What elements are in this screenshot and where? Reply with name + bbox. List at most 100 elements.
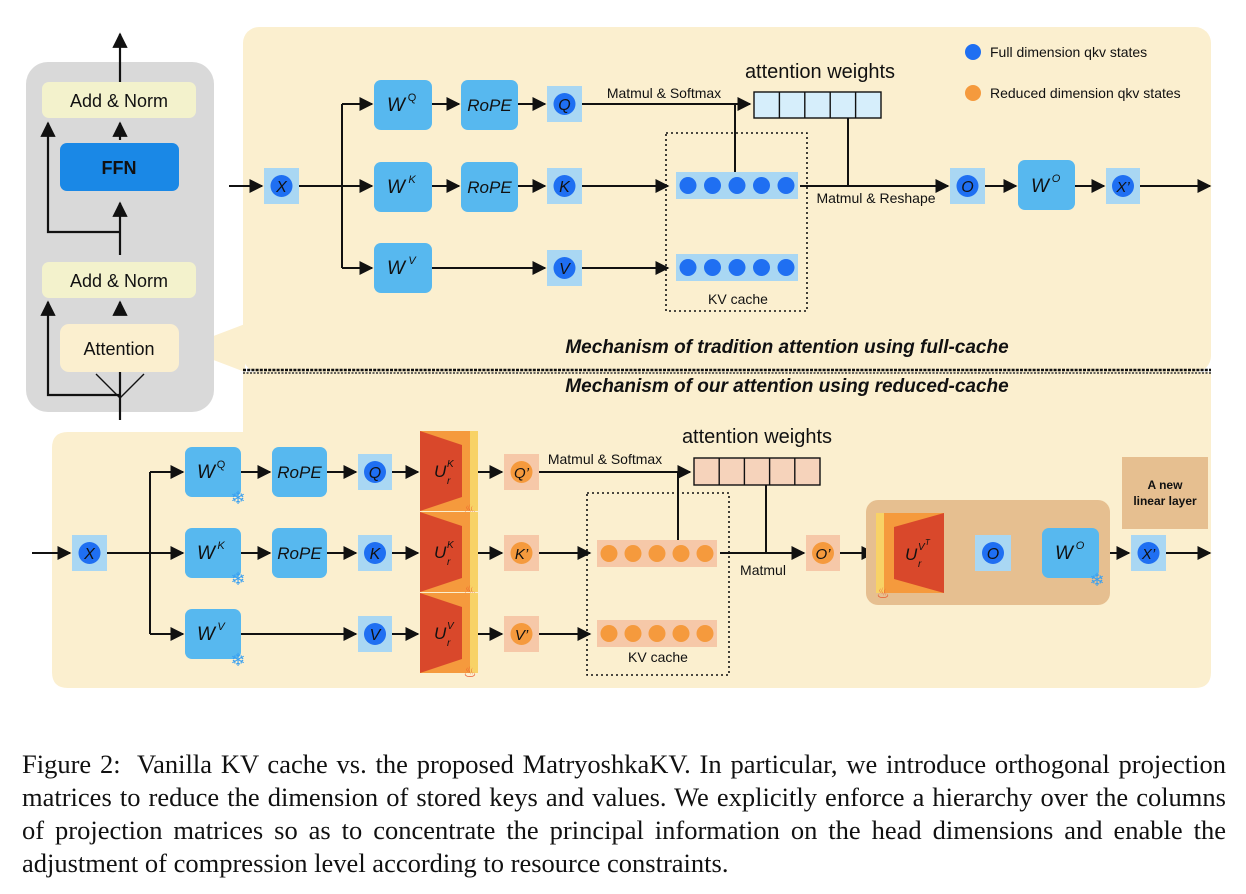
svg-text:A new: A new	[1148, 478, 1184, 492]
top-q-token: Q	[547, 86, 582, 122]
top-mechanism-title: Mechanism of tradition attention using f…	[565, 337, 1009, 358]
svg-text:V’: V’	[515, 627, 529, 644]
top-x-token: X	[264, 168, 299, 204]
attention-label: Attention	[83, 339, 154, 359]
svg-text:W: W	[1055, 543, 1075, 564]
bottom-x-token: X	[72, 535, 107, 571]
caption-label: Figure 2:	[22, 749, 121, 779]
bottom-mechanism-title: Mechanism of our attention using reduced…	[565, 376, 1009, 397]
bottom-rope-k-box: RoPE	[272, 528, 327, 578]
bottom-o-reduced-token: O’	[806, 535, 840, 571]
svg-text:r: r	[918, 559, 922, 570]
snowflake-icon: ❄	[230, 488, 245, 508]
bottom-k-token: K	[358, 535, 392, 571]
bottom-q-token: Q	[358, 454, 392, 490]
bottom-wk-box: W K ❄	[185, 528, 246, 589]
svg-text:K: K	[217, 540, 225, 552]
legend-full-label: Full dimension qkv states	[990, 44, 1147, 60]
svg-text:V: V	[408, 255, 417, 267]
top-o-token: O	[950, 168, 985, 204]
svg-text:K: K	[370, 546, 382, 563]
svg-text:K: K	[447, 540, 455, 551]
svg-text:U: U	[434, 462, 447, 481]
bottom-wv-box: W V ❄	[185, 609, 246, 670]
flame-icon: ♨	[876, 585, 889, 602]
bottom-matmul-label: Matmul	[740, 562, 786, 578]
u-projection-q: U K r ♨	[420, 431, 478, 519]
top-wo-box: W O	[1018, 160, 1075, 210]
legend-reduced-label: Reduced dimension qkv states	[990, 85, 1181, 101]
svg-text:V: V	[447, 621, 455, 632]
top-v-token: V	[547, 250, 582, 286]
svg-text:X’: X’	[1115, 179, 1130, 196]
bottom-attention-weights-label: attention weights	[682, 426, 832, 448]
svg-text:T: T	[925, 538, 931, 547]
top-matmul-reshape-label: Matmul & Reshape	[816, 190, 935, 206]
svg-text:O: O	[1076, 540, 1085, 552]
bottom-kv-cache: KV cache	[586, 492, 730, 676]
svg-text:V: V	[370, 627, 382, 644]
top-kv-cache-label: KV cache	[708, 291, 768, 307]
bottom-o-token: O	[975, 535, 1011, 571]
bottom-x-out-token: X’	[1131, 535, 1166, 571]
top-flow	[229, 97, 1212, 275]
bottom-wq-box: W Q ❄	[185, 447, 246, 508]
snowflake-icon: ❄	[230, 569, 245, 589]
svg-text:W: W	[1031, 176, 1051, 197]
svg-text:U: U	[434, 543, 447, 562]
svg-text:U: U	[434, 624, 447, 643]
svg-text:O: O	[1052, 173, 1061, 185]
flame-icon: ♨	[463, 664, 476, 681]
svg-text:K’: K’	[515, 546, 529, 563]
svg-text:Q: Q	[558, 97, 570, 114]
svg-text:K: K	[447, 459, 455, 470]
u-projection-o: U V T r ♨	[876, 513, 944, 602]
svg-text:W: W	[387, 177, 407, 198]
top-rope-k-box: RoPE	[461, 162, 518, 212]
u-projection-v: U V r ♨	[420, 593, 478, 681]
svg-text:Q: Q	[408, 92, 417, 104]
top-rope-q-box: RoPE	[461, 80, 518, 130]
bottom-q-reduced-token: Q’	[504, 454, 539, 490]
snowflake-icon: ❄	[230, 650, 245, 670]
bottom-kv-cache-label: KV cache	[628, 649, 688, 665]
svg-text:W: W	[387, 258, 407, 279]
svg-text:r: r	[447, 476, 451, 487]
svg-text:Q’: Q’	[514, 465, 530, 482]
add-norm-bottom: Add & Norm	[42, 262, 196, 298]
svg-text:O’: O’	[816, 546, 832, 563]
svg-text:r: r	[447, 638, 451, 649]
svg-text:K: K	[559, 179, 571, 196]
svg-text:V: V	[918, 542, 926, 553]
u-projection-k: U K r ♨	[420, 512, 478, 600]
svg-text:r: r	[447, 557, 451, 568]
bottom-attention-weights-strip	[693, 457, 821, 486]
svg-text:W: W	[197, 462, 217, 483]
ffn-block: FFN	[60, 143, 179, 191]
top-k-token: K	[547, 168, 582, 204]
top-x-label: X	[275, 179, 288, 196]
top-x-out-token: X’	[1106, 168, 1140, 204]
top-attention-weights-label: attention weights	[745, 61, 895, 83]
svg-text:linear layer: linear layer	[1133, 494, 1197, 508]
svg-text:RoPE: RoPE	[277, 463, 322, 482]
full-dim-dot-icon	[965, 44, 981, 60]
svg-text:O: O	[961, 179, 973, 196]
caption-text: Vanilla KV cache vs. the proposed Matryo…	[22, 749, 1226, 878]
top-kv-cache: KV cache	[665, 132, 808, 312]
legend: Full dimension qkv states Reduced dimens…	[965, 44, 1181, 101]
top-wk-box: W K	[374, 162, 432, 212]
svg-text:RoPE: RoPE	[467, 178, 512, 197]
bottom-panel	[52, 372, 1211, 688]
attention-block: Attention	[60, 324, 179, 372]
svg-text:O: O	[987, 546, 999, 563]
add-norm-top: Add & Norm	[42, 82, 196, 118]
add-norm-bottom-label: Add & Norm	[70, 271, 168, 291]
svg-text:U: U	[905, 545, 918, 564]
reduced-dim-dot-icon	[965, 85, 981, 101]
bottom-v-reduced-token: V’	[504, 616, 539, 652]
top-wq-box: W Q	[374, 80, 432, 130]
svg-text:Q: Q	[217, 459, 226, 471]
svg-text:X: X	[83, 546, 96, 563]
svg-text:W: W	[197, 624, 217, 645]
